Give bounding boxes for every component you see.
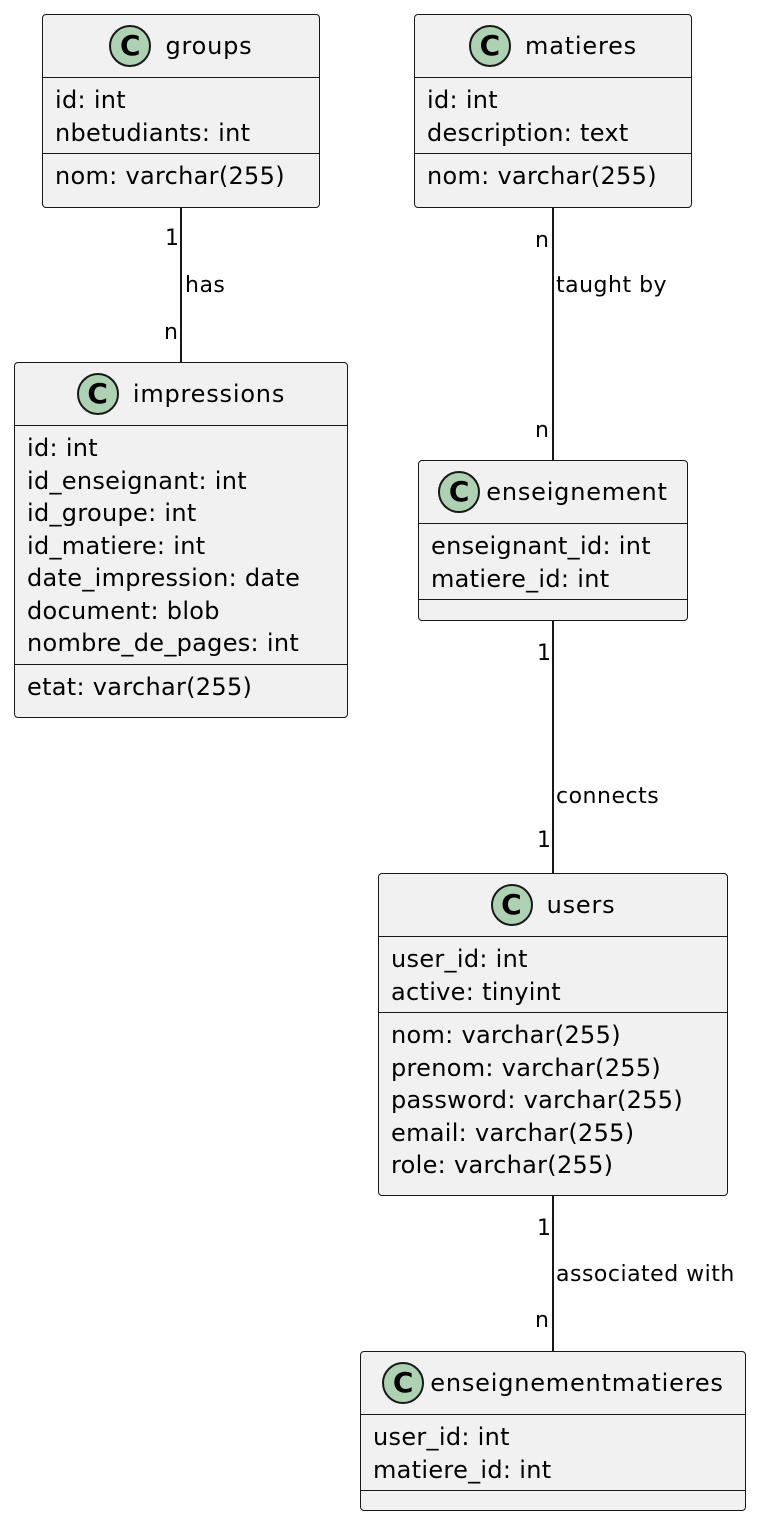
field-row: nombre_de_pages: int	[27, 629, 300, 657]
class-c-icon: C	[382, 1362, 425, 1404]
fields-section: id: int id_enseignant: int id_groupe: in…	[15, 426, 347, 664]
field-row: id_matiere: int	[27, 531, 206, 560]
class-enseignement[interactable]: C enseignement enseignant_id: int matier…	[418, 460, 688, 621]
field-row: user_id: int	[373, 1423, 510, 1451]
class-users[interactable]: C users user_id: int active: tinyint nom…	[378, 873, 728, 1196]
fields-section: id: int description: text	[415, 78, 691, 153]
methods-section: nom: varchar(255)	[415, 153, 691, 197]
relation-label: associated with	[556, 1262, 735, 1287]
class-c-icon: C	[109, 25, 152, 67]
field-row: document: blob	[27, 596, 220, 625]
class-name: impressions	[132, 380, 286, 408]
fields-section: enseignant_id: int matiere_id: int	[419, 524, 687, 599]
class-impressions[interactable]: C impressions id: int id_enseignant: int…	[14, 362, 348, 718]
class-matieres[interactable]: C matieres id: int description: text nom…	[414, 14, 692, 208]
method-row: nom: varchar(255)	[427, 162, 657, 190]
class-header: C users	[379, 874, 727, 937]
relation-label: connects	[556, 784, 660, 809]
class-name: enseignementmatieres	[430, 1369, 724, 1397]
field-row: id_enseignant: int	[27, 466, 247, 495]
field-row: date_impression: date	[27, 564, 301, 592]
class-header: C matieres	[415, 15, 691, 78]
class-c-icon: C	[438, 471, 481, 513]
methods-section: etat: varchar(255)	[15, 663, 347, 708]
class-enseignementmatieres[interactable]: C enseignementmatieres user_id: int mati…	[360, 1351, 746, 1511]
class-header: C enseignementmatieres	[361, 1352, 745, 1415]
class-header: C groups	[43, 15, 319, 78]
multiplicity-label: n	[164, 320, 179, 345]
relation-label: taught by	[556, 273, 668, 298]
multiplicity-label: n	[535, 418, 550, 443]
method-row: etat: varchar(255)	[27, 672, 253, 701]
methods-section	[361, 1490, 745, 1501]
field-row: active: tinyint	[391, 977, 561, 1006]
field-row: id: int	[55, 86, 127, 114]
fields-section: user_id: int active: tinyint	[379, 937, 727, 1012]
field-row: matiere_id: int	[373, 1455, 552, 1484]
field-row: enseignant_id: int	[431, 532, 651, 560]
class-c-icon: C	[469, 25, 512, 67]
class-header: C enseignement	[419, 461, 687, 524]
field-row: id_groupe: int	[27, 499, 197, 527]
fields-section: id: int nbetudiants: int	[43, 78, 319, 153]
method-row: role: varchar(255)	[391, 1151, 614, 1179]
class-name: matieres	[525, 32, 637, 60]
multiplicity-label: n	[535, 228, 550, 253]
multiplicity-label: n	[535, 1308, 550, 1333]
methods-section: nom: varchar(255)	[43, 153, 319, 197]
method-row: nom: varchar(255)	[55, 162, 285, 190]
field-row: description: text	[427, 118, 629, 147]
class-c-icon: C	[76, 373, 119, 415]
multiplicity-label: 1	[165, 226, 180, 251]
multiplicity-label: 1	[537, 1216, 552, 1241]
class-name: enseignement	[486, 478, 668, 506]
method-row: email: varchar(255)	[391, 1118, 635, 1147]
method-row: nom: varchar(255)	[391, 1021, 621, 1049]
method-row: password: varchar(255)	[391, 1086, 684, 1114]
class-name: groups	[165, 32, 253, 60]
relation-label: has	[185, 273, 226, 298]
field-row: id: int	[27, 434, 99, 462]
field-row: user_id: int	[391, 945, 528, 973]
methods-section	[419, 599, 687, 610]
class-header: C impressions	[15, 363, 347, 426]
multiplicity-label: 1	[537, 828, 552, 853]
class-name: users	[546, 891, 616, 919]
field-row: matiere_id: int	[431, 564, 610, 593]
fields-section: user_id: int matiere_id: int	[361, 1415, 745, 1490]
multiplicity-label: 1	[537, 641, 552, 666]
field-row: id: int	[427, 86, 499, 114]
class-c-icon: C	[490, 884, 533, 926]
field-row: nbetudiants: int	[55, 118, 251, 147]
method-row: prenom: varchar(255)	[391, 1053, 662, 1082]
methods-section: nom: varchar(255) prenom: varchar(255) p…	[379, 1012, 727, 1186]
class-groups[interactable]: C groups id: int nbetudiants: int nom: v…	[42, 14, 320, 208]
